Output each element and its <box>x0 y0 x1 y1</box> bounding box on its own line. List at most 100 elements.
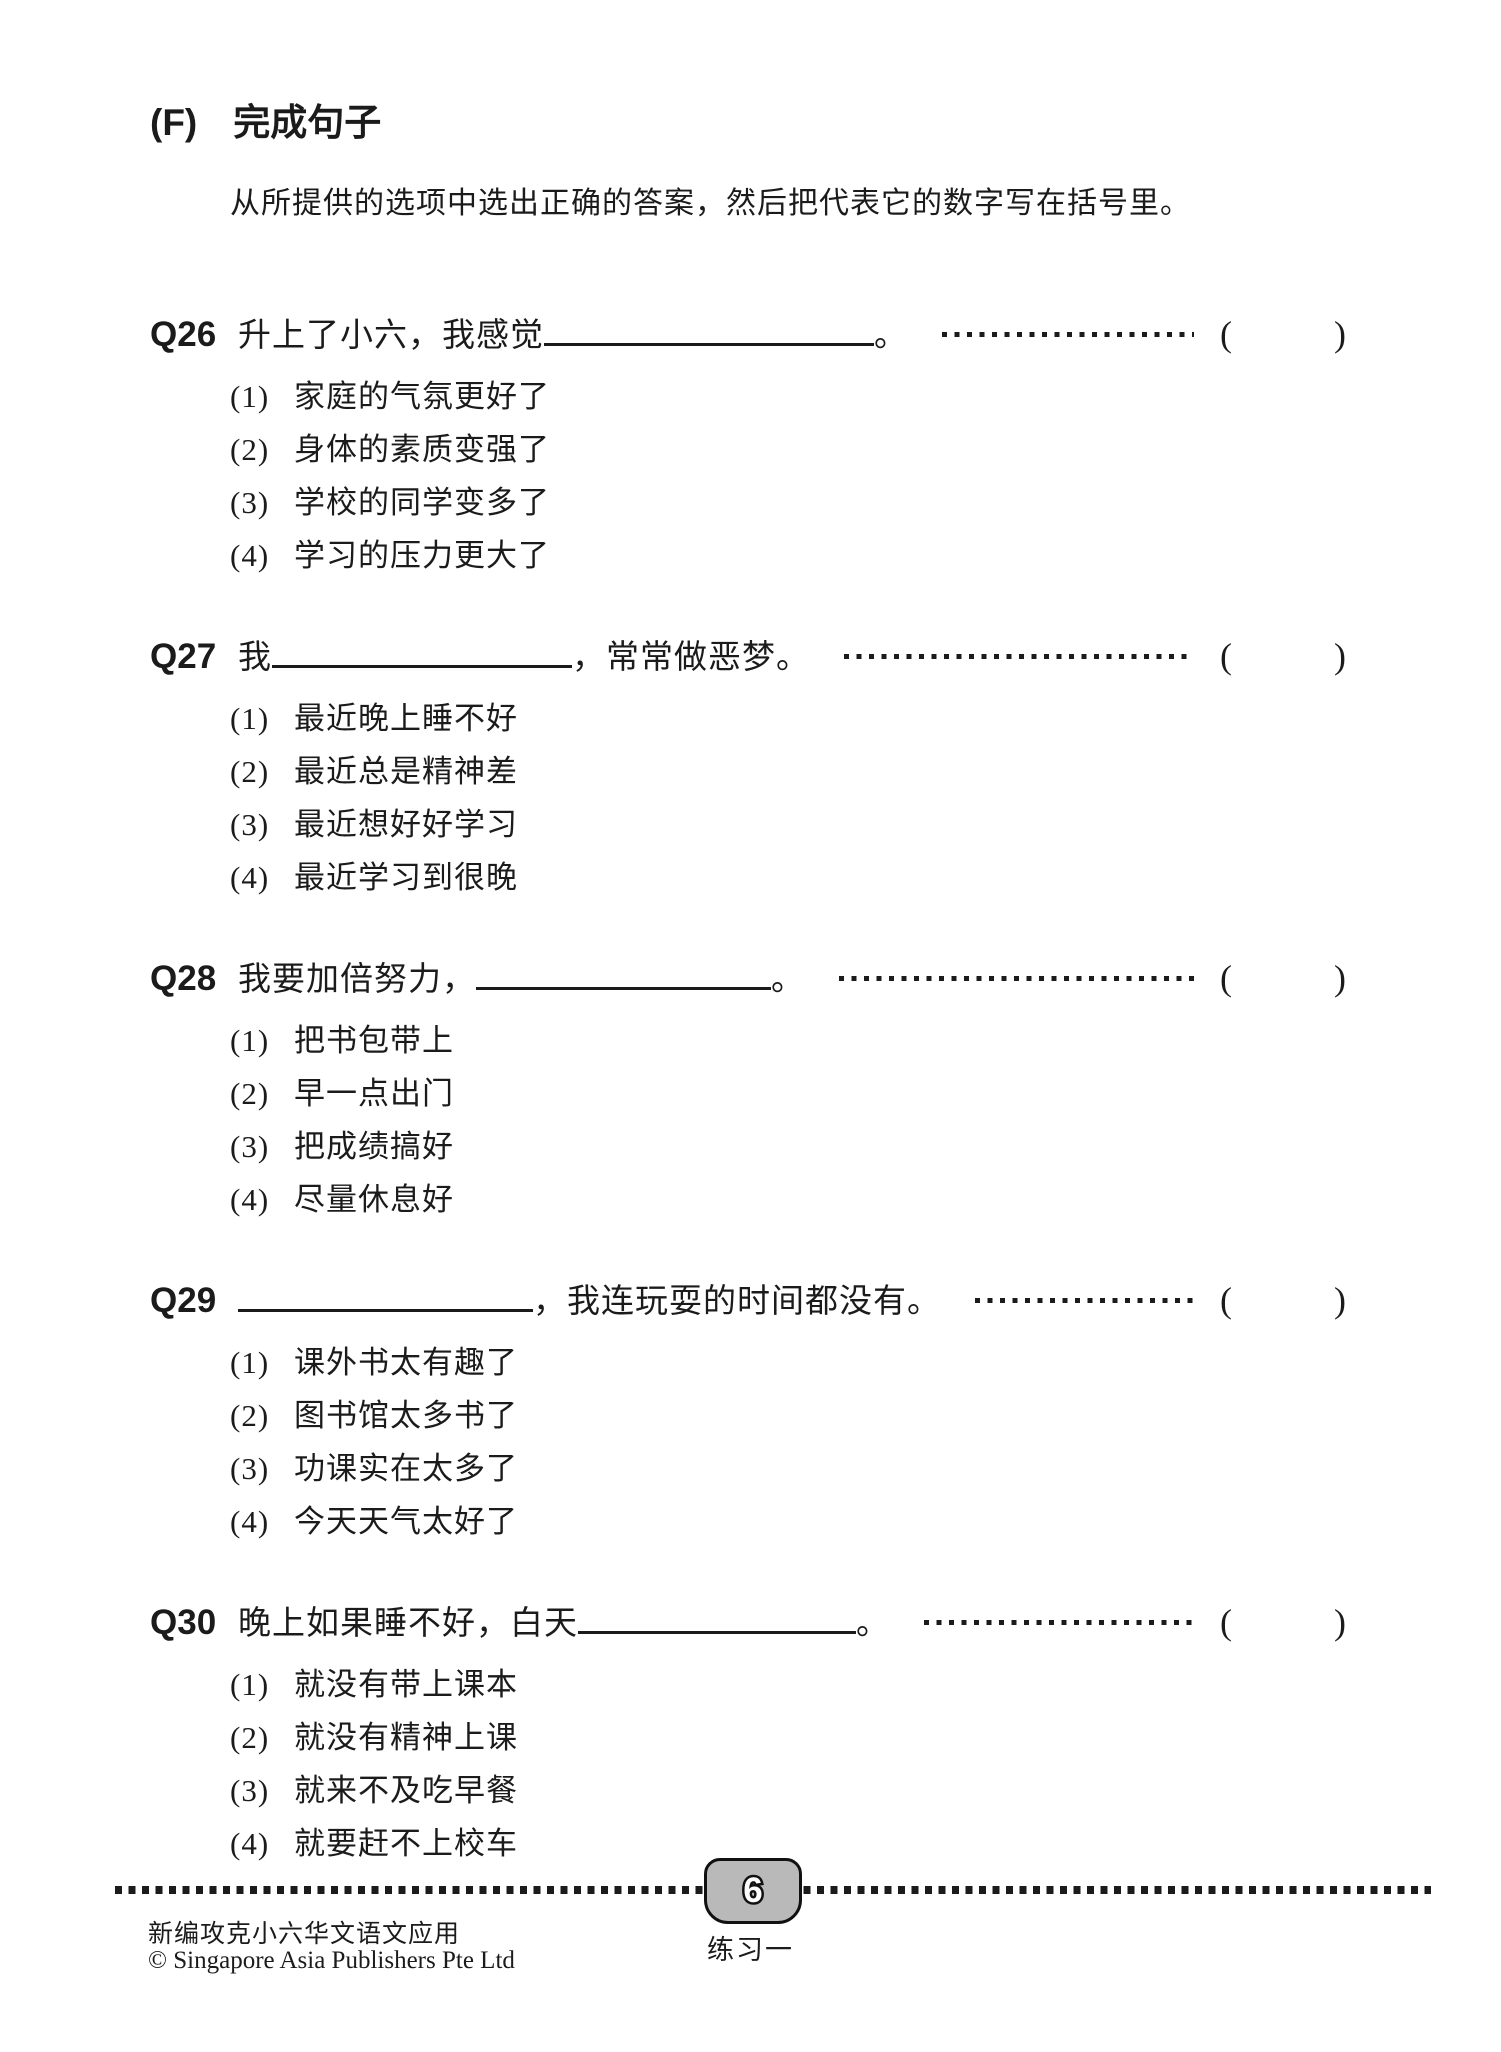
question-text-pre: 升上了小六，我感觉 <box>238 318 544 354</box>
paren-open: ( <box>1220 1602 1232 1642</box>
answer-blank[interactable] <box>544 341 874 346</box>
option-number: (1) <box>230 1023 270 1058</box>
question-number: Q26 <box>150 315 217 354</box>
question-text-pre: 我要加倍努力， <box>238 962 476 998</box>
option-item: (4) 尽量休息好 <box>230 1173 1346 1226</box>
option-list: (1) 课外书太有趣了 (2) 图书馆太多书了 (3) 功课实在太多了 (4) … <box>230 1336 1346 1548</box>
option-number: (2) <box>230 754 270 789</box>
option-item: (4) 最近学习到很晚 <box>230 851 1346 904</box>
option-list: (1) 家庭的气氛更好了 (2) 身体的素质变强了 (3) 学校的同学变多了 (… <box>230 370 1346 582</box>
option-item: (4) 学习的压力更大了 <box>230 529 1346 582</box>
question-number: Q27 <box>150 637 217 676</box>
question-line: Q28 我要加倍努力， 。 ( ) <box>150 952 1346 1000</box>
option-number: (3) <box>230 807 270 842</box>
question-line: Q29 ，我连玩耍的时间都没有。 ( ) <box>150 1274 1346 1322</box>
answer-blank[interactable] <box>476 985 771 990</box>
option-item: (3) 把成绩搞好 <box>230 1120 1346 1173</box>
option-text: 早一点出门 <box>294 1076 454 1111</box>
option-number: (4) <box>230 538 270 573</box>
copyright-notice: © Singapore Asia Publishers Pte Ltd <box>148 1947 515 1974</box>
answer-blank[interactable] <box>272 663 572 668</box>
option-number: (2) <box>230 1076 270 1111</box>
section-header: (F) 完成句子 <box>150 92 1346 146</box>
question-text-pre: 晚上如果睡不好，白天 <box>238 1606 578 1642</box>
section-label: (F) <box>150 102 198 143</box>
question-number: Q29 <box>150 1281 217 1320</box>
option-item: (2) 图书馆太多书了 <box>230 1389 1346 1442</box>
option-number: (2) <box>230 1398 270 1433</box>
answer-bracket[interactable]: ( ) <box>1220 1601 1346 1643</box>
option-number: (4) <box>230 860 270 895</box>
option-number: (1) <box>230 701 270 736</box>
option-text: 就要赶不上校车 <box>294 1826 518 1861</box>
option-item: (1) 课外书太有趣了 <box>230 1336 1346 1389</box>
option-number: (2) <box>230 432 270 467</box>
option-item: (2) 最近总是精神差 <box>230 745 1346 798</box>
paren-open: ( <box>1220 958 1232 998</box>
dotted-leader <box>839 976 1194 981</box>
question-q26: Q26 升上了小六，我感觉 。 ( ) (1) 家庭的气氛更好了 (2) 身体的… <box>150 308 1346 582</box>
option-item: (3) 学校的同学变多了 <box>230 476 1346 529</box>
option-number: (4) <box>230 1826 270 1861</box>
option-text: 就没有精神上课 <box>294 1720 518 1755</box>
option-item: (1) 把书包带上 <box>230 1014 1346 1067</box>
option-number: (3) <box>230 485 270 520</box>
exercise-label: 练习一 <box>707 1935 794 1965</box>
option-number: (1) <box>230 1345 270 1380</box>
paren-open: ( <box>1220 636 1232 676</box>
answer-bracket[interactable]: ( ) <box>1220 1279 1346 1321</box>
option-item: (1) 家庭的气氛更好了 <box>230 370 1346 423</box>
instruction-text: 从所提供的选项中选出正确的答案，然后把代表它的数字写在括号里。 <box>230 187 1191 220</box>
option-item: (2) 身体的素质变强了 <box>230 423 1346 476</box>
option-number: (1) <box>230 379 270 414</box>
dotted-leader <box>975 1298 1194 1303</box>
option-text: 就来不及吃早餐 <box>294 1773 518 1808</box>
question-number: Q30 <box>150 1603 217 1642</box>
option-item: (2) 就没有精神上课 <box>230 1711 1346 1764</box>
question-q27: Q27 我 ，常常做恶梦。 ( ) (1) 最近晚上睡不好 (2) 最近总是精神… <box>150 630 1346 904</box>
option-item: (3) 就来不及吃早餐 <box>230 1764 1346 1817</box>
question-line: Q30 晚上如果睡不好，白天 。 ( ) <box>150 1596 1346 1644</box>
question-text-pre: 我 <box>238 640 272 676</box>
option-item: (2) 早一点出门 <box>230 1067 1346 1120</box>
option-text: 最近总是精神差 <box>294 754 518 789</box>
option-text: 身体的素质变强了 <box>294 432 550 467</box>
option-number: (1) <box>230 1667 270 1702</box>
option-item: (1) 最近晚上睡不好 <box>230 692 1346 745</box>
answer-bracket[interactable]: ( ) <box>1220 635 1346 677</box>
option-number: (4) <box>230 1504 270 1539</box>
option-number: (3) <box>230 1773 270 1808</box>
section-title: 完成句子 <box>233 102 382 143</box>
book-title: 新编攻克小六华文语文应用 <box>148 1921 461 1948</box>
question-line: Q26 升上了小六，我感觉 。 ( ) <box>150 308 1346 356</box>
paren-close: ) <box>1334 958 1346 998</box>
question-number: Q28 <box>150 959 217 998</box>
option-number: (3) <box>230 1451 270 1486</box>
paren-close: ) <box>1334 1602 1346 1642</box>
option-number: (4) <box>230 1182 270 1217</box>
question-q29: Q29 ，我连玩耍的时间都没有。 ( ) (1) 课外书太有趣了 (2) 图书馆… <box>150 1274 1346 1548</box>
option-list: (1) 最近晚上睡不好 (2) 最近总是精神差 (3) 最近想好好学习 (4) … <box>230 692 1346 904</box>
paren-open: ( <box>1220 314 1232 354</box>
option-text: 把成绩搞好 <box>294 1129 454 1164</box>
dotted-leader <box>924 1620 1194 1625</box>
paren-close: ) <box>1334 314 1346 354</box>
option-text: 最近晚上睡不好 <box>294 701 518 736</box>
option-number: (2) <box>230 1720 270 1755</box>
answer-blank[interactable] <box>238 1307 533 1312</box>
option-text: 家庭的气氛更好了 <box>294 379 550 414</box>
dotted-leader <box>942 332 1194 337</box>
option-text: 功课实在太多了 <box>294 1451 518 1486</box>
option-item: (4) 今天天气太好了 <box>230 1495 1346 1548</box>
paren-close: ) <box>1334 1280 1346 1320</box>
paren-open: ( <box>1220 1280 1232 1320</box>
question-q30: Q30 晚上如果睡不好，白天 。 ( ) (1) 就没有带上课本 (2) 就没有… <box>150 1596 1346 1870</box>
page-number-badge: 6 <box>704 1858 802 1924</box>
answer-blank[interactable] <box>578 1629 856 1634</box>
question-text-post: 。 <box>856 1606 890 1642</box>
answer-bracket[interactable]: ( ) <box>1220 313 1346 355</box>
option-text: 最近学习到很晚 <box>294 860 518 895</box>
answer-bracket[interactable]: ( ) <box>1220 957 1346 999</box>
paren-close: ) <box>1334 636 1346 676</box>
page-content: (F) 完成句子 从所提供的选项中选出正确的答案，然后把代表它的数字写在括号里。… <box>150 92 1346 1918</box>
